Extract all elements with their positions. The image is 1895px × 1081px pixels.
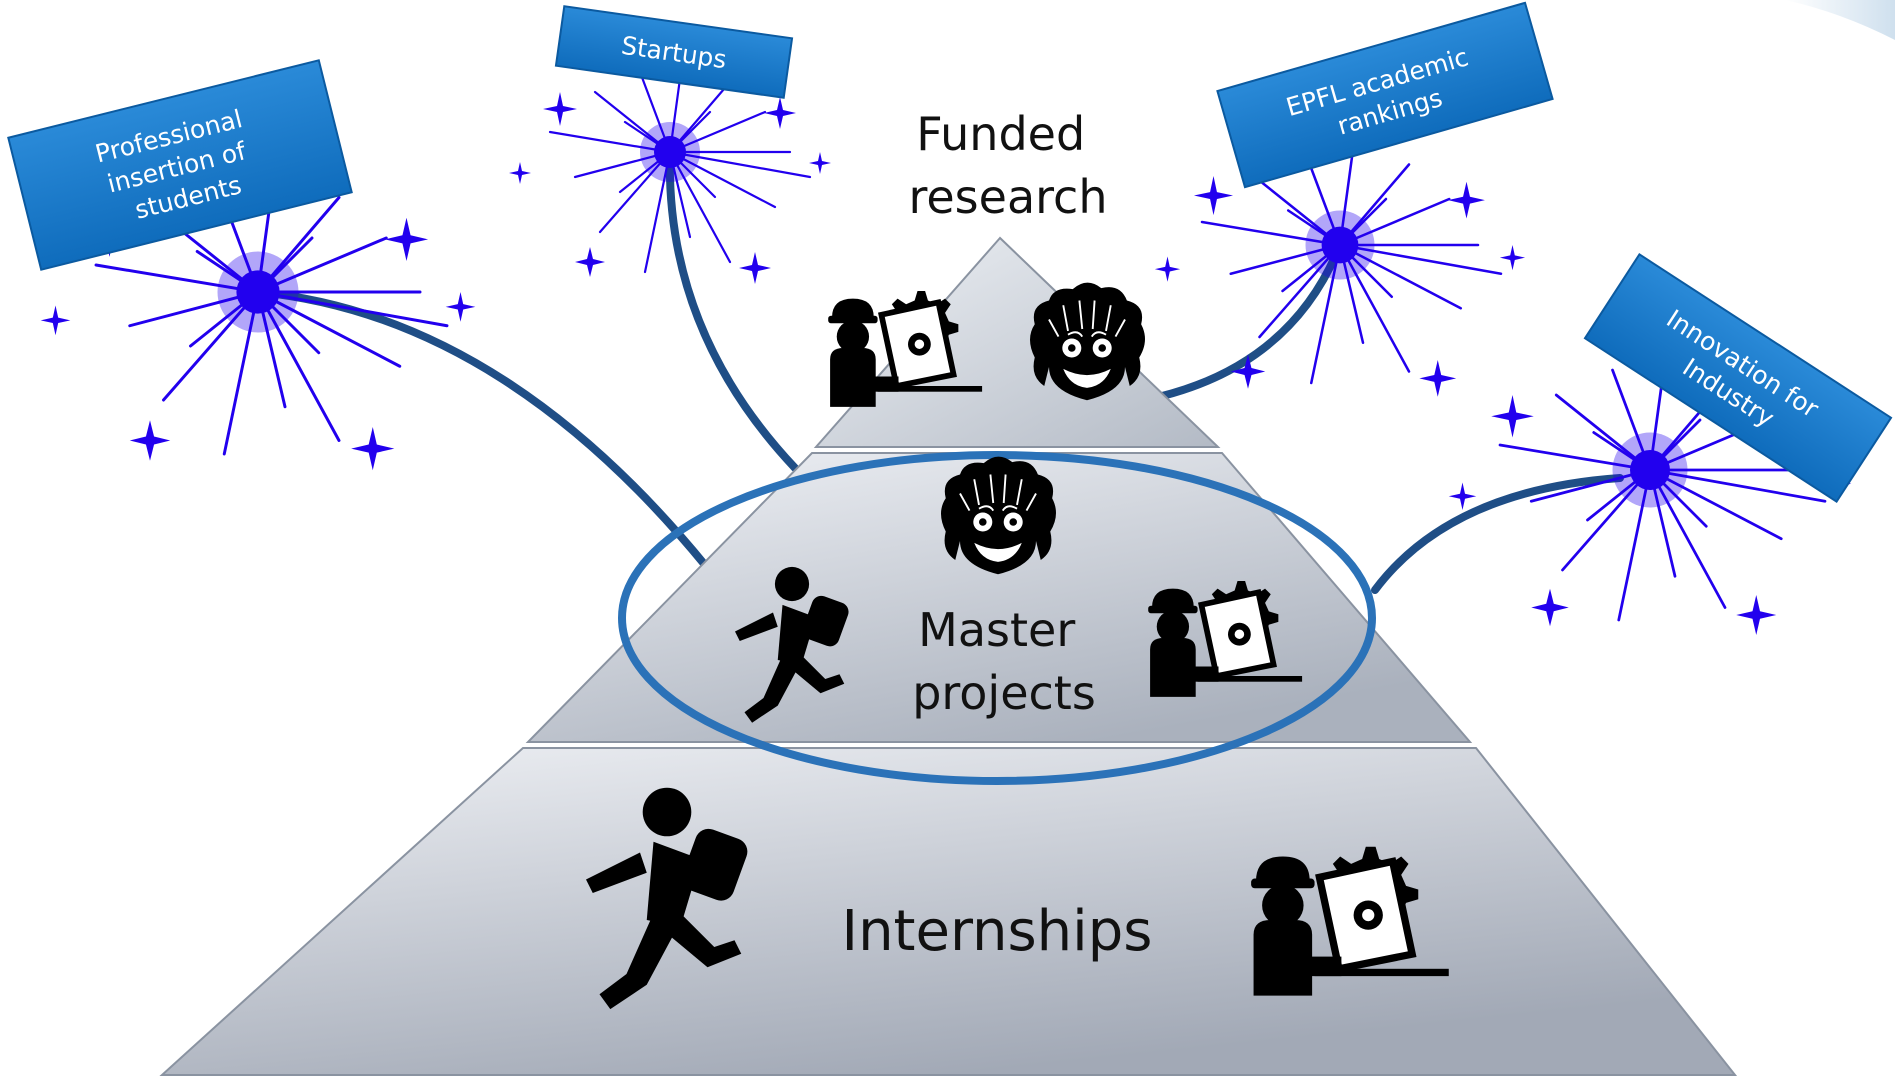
master-projects-label: Master projects <box>912 603 1096 720</box>
pyramid-tier-bottom <box>159 747 1738 1076</box>
funded-research-label: Funded research <box>908 107 1107 224</box>
master-label-line2: projects <box>912 666 1096 720</box>
outcome-startups-box: Startups <box>554 5 794 99</box>
internships-label: Internships <box>842 899 1153 964</box>
outcome-rankings-box: EPFL academic rankings <box>1216 1 1554 189</box>
funded-label-line2: research <box>908 170 1107 224</box>
connector-innovation <box>1371 474 1624 594</box>
master-label-line1: Master <box>918 603 1075 657</box>
connector-startups <box>665 148 799 472</box>
corner-decoration <box>1785 0 1895 40</box>
outcome-professional-box: Professional insertion of students <box>7 59 353 271</box>
pyramid <box>159 236 1738 1076</box>
master-projects-highlight <box>618 451 1376 785</box>
outcome-innovation-box: Innovation for Industry <box>1583 252 1893 504</box>
connector-professional <box>254 288 709 569</box>
funded-label-line1: Funded <box>916 107 1085 161</box>
